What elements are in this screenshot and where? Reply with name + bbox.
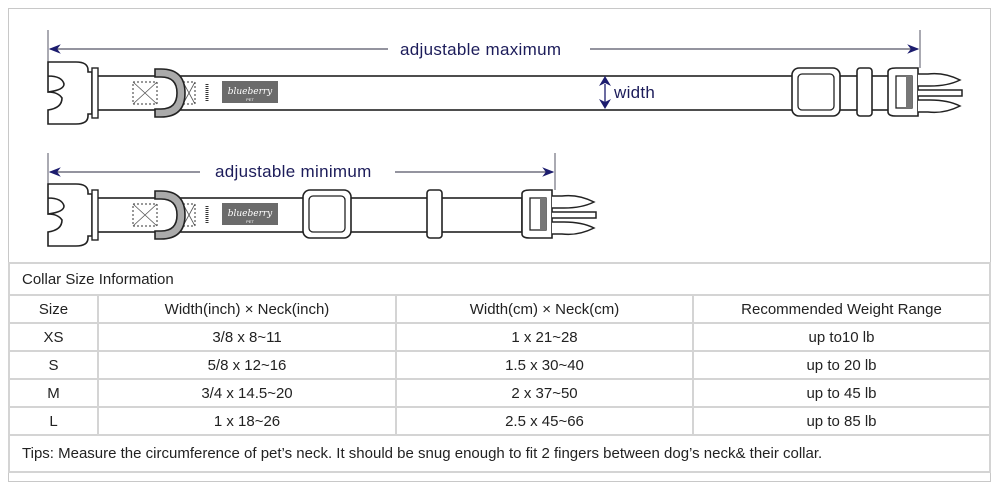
table-row: S 5/8 x 12~16 1.5 x 30~40 up to 20 lb: [8, 350, 991, 380]
cell-cm: 1.5 x 30~40: [395, 350, 694, 380]
table-header-row: Size Width(inch) × Neck(inch) Width(cm) …: [8, 294, 991, 324]
outer-frame: [8, 8, 991, 482]
cell-weight: up to 20 lb: [692, 350, 991, 380]
svg-text:blueberry: blueberry: [228, 87, 273, 97]
table-row: XS 3/8 x 8~11 1 x 21~28 up to10 lb: [8, 322, 991, 352]
width-label: width: [613, 83, 655, 102]
collar-minimum: blueberry PET: [47, 183, 597, 247]
tips-text: Tips: Measure the circumference of pet’s…: [8, 434, 991, 473]
cell-inch: 1 x 18~26: [97, 406, 397, 436]
cell-weight: up to10 lb: [692, 322, 991, 352]
table-row: L 1 x 18~26 2.5 x 45~66 up to 85 lb: [8, 406, 991, 436]
cell-inch: 3/8 x 8~11: [97, 322, 397, 352]
cell-size: S: [8, 350, 99, 380]
collar-diagram: adjustable maximum blueberry PET width a…: [47, 30, 963, 247]
cell-cm: 2 x 37~50: [395, 378, 694, 408]
cell-size: M: [8, 378, 99, 408]
cell-inch: 5/8 x 12~16: [97, 350, 397, 380]
header-cm: Width(cm) × Neck(cm): [395, 294, 694, 324]
svg-text:PET: PET: [246, 219, 254, 224]
cell-size: L: [8, 406, 99, 436]
cell-size: XS: [8, 322, 99, 352]
cell-cm: 1 x 21~28: [395, 322, 694, 352]
cell-inch: 3/4 x 14.5~20: [97, 378, 397, 408]
cell-cm: 2.5 x 45~66: [395, 406, 694, 436]
svg-text:PET: PET: [246, 97, 254, 102]
brand-logo: blueberry PET: [222, 203, 278, 225]
width-arrow: [599, 76, 611, 109]
adjustable-minimum-label: adjustable minimum: [215, 162, 372, 181]
table-title: Collar Size Information: [8, 262, 991, 296]
svg-text:blueberry: blueberry: [228, 209, 273, 219]
header-size: Size: [8, 294, 99, 324]
collar-maximum: blueberry PET: [47, 61, 963, 125]
arrow-adjustable-minimum: [47, 153, 556, 198]
table-row: M 3/4 x 14.5~20 2 x 37~50 up to 45 lb: [8, 378, 991, 408]
header-inch: Width(inch) × Neck(inch): [97, 294, 397, 324]
header-weight: Recommended Weight Range: [692, 294, 991, 324]
size-table: Collar Size Information Size Width(inch)…: [8, 262, 991, 473]
cell-weight: up to 45 lb: [692, 378, 991, 408]
adjustable-maximum-label: adjustable maximum: [400, 40, 561, 59]
brand-logo: blueberry PET: [222, 81, 278, 103]
cell-weight: up to 85 lb: [692, 406, 991, 436]
